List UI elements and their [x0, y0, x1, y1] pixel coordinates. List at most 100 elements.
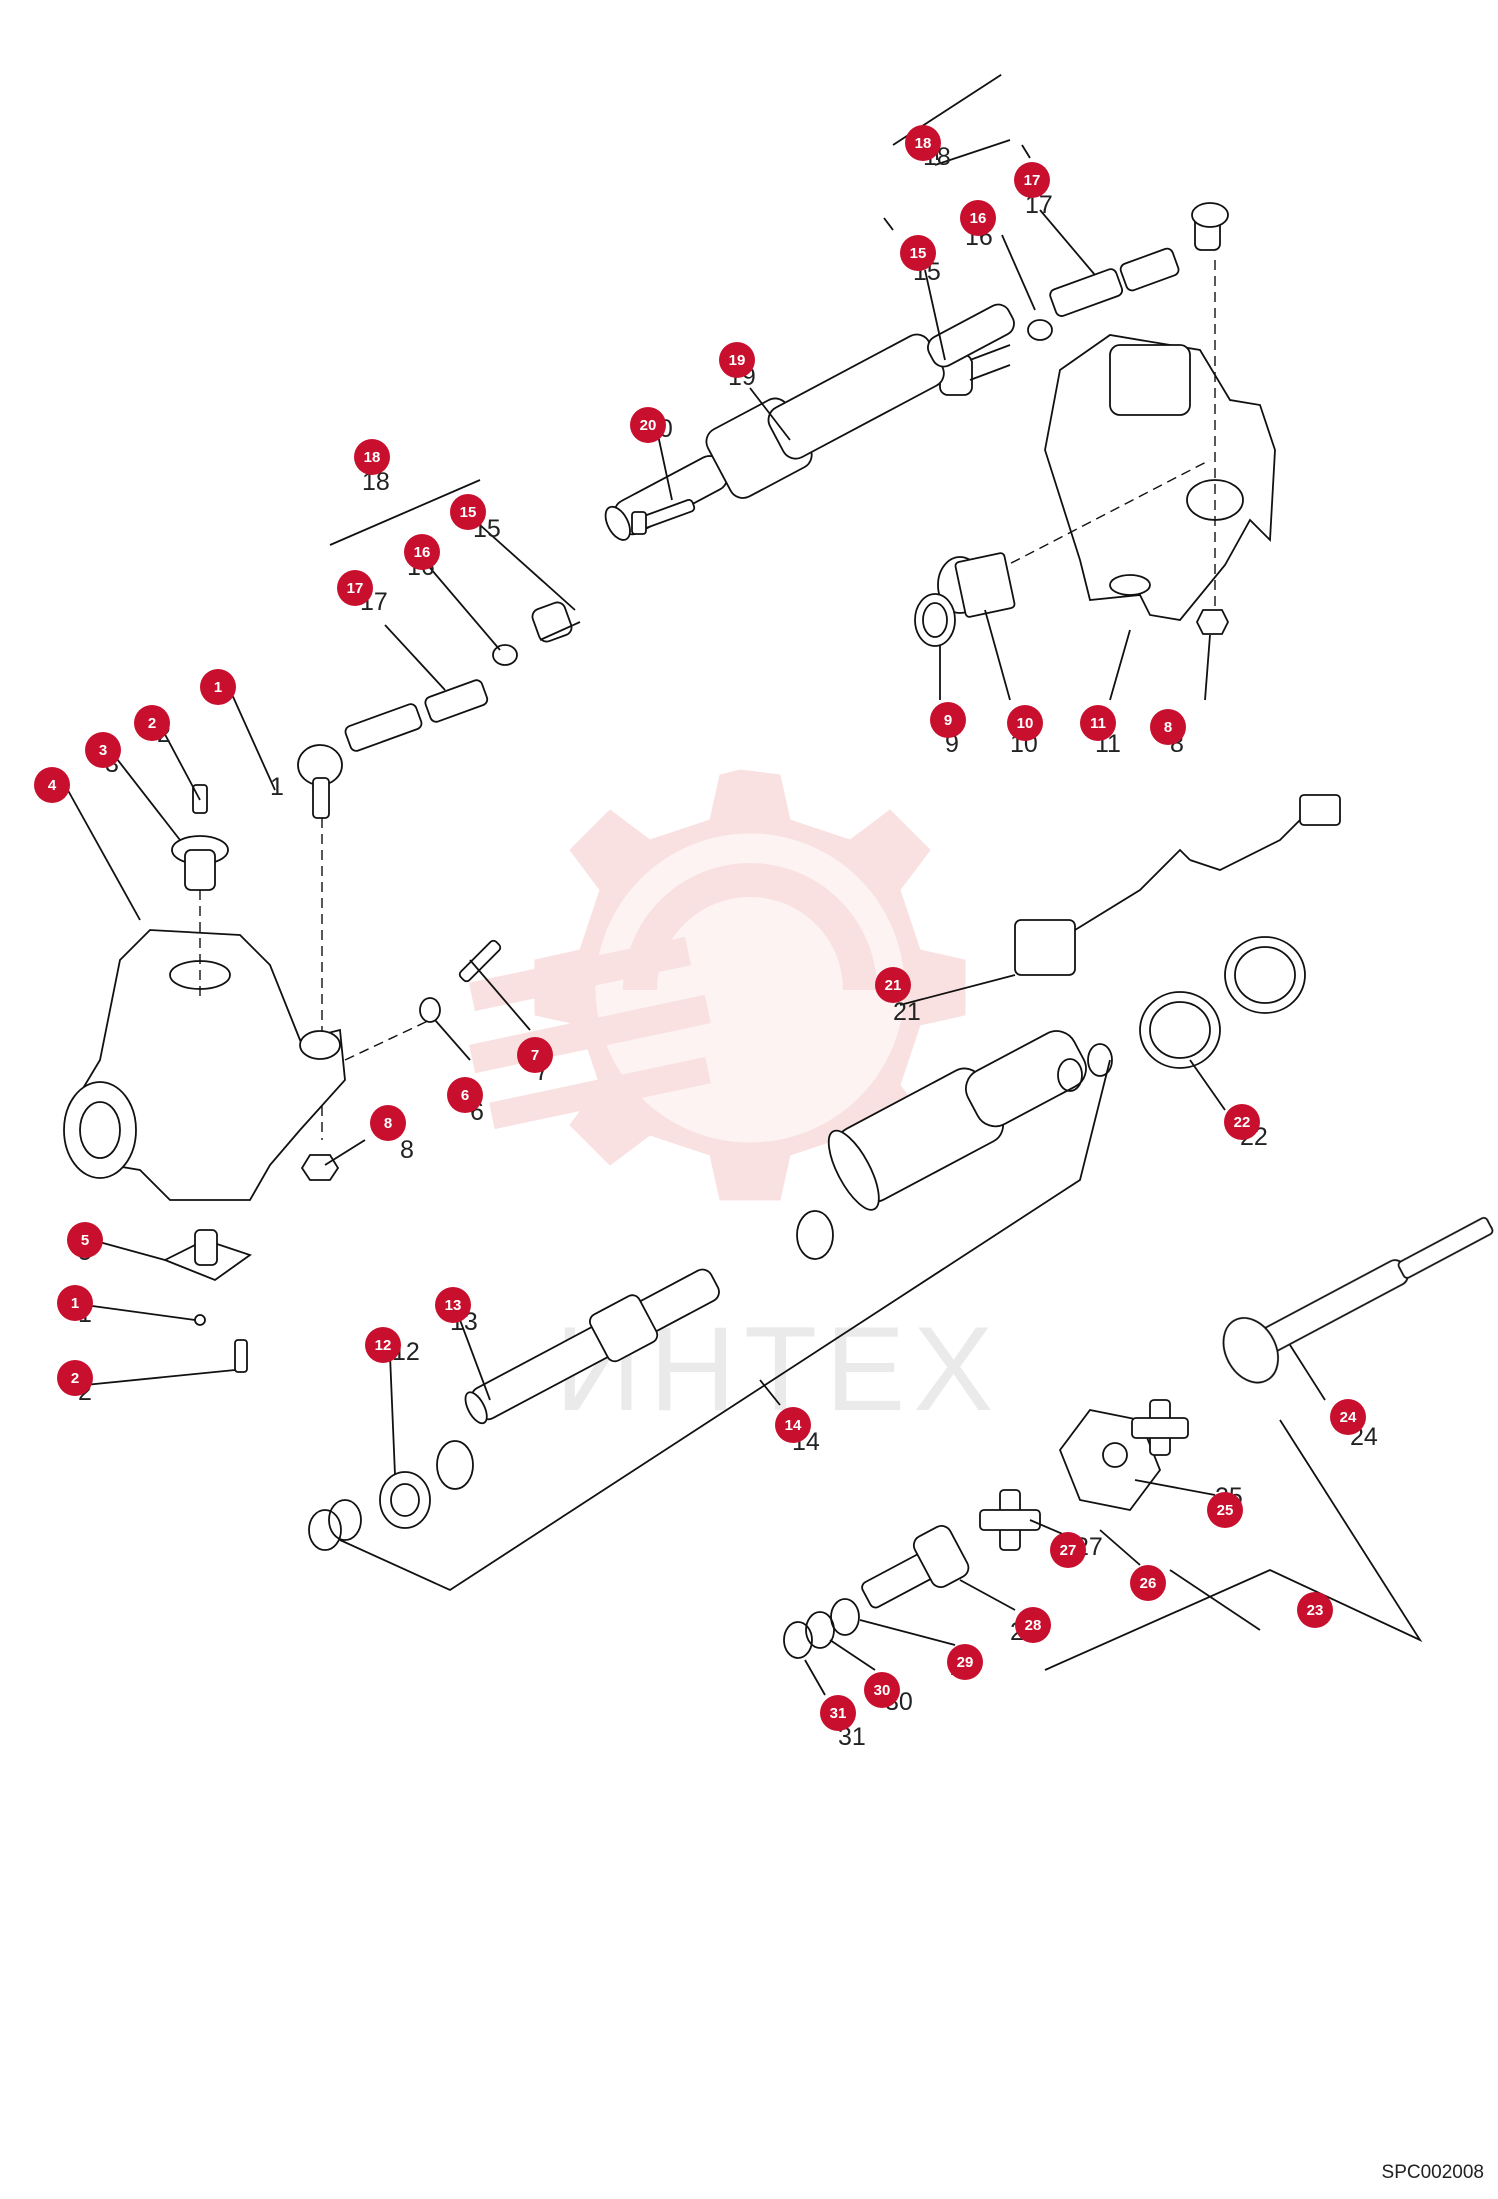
callout-bubble: 31: [820, 1695, 856, 1731]
svg-text:8: 8: [1164, 719, 1172, 736]
callout-bubble: 29: [947, 1644, 983, 1680]
svg-text:30: 30: [874, 1682, 891, 1699]
callout-bubble: 5: [67, 1222, 103, 1258]
callout-bubble: 26: [1130, 1565, 1166, 1601]
svg-text:31: 31: [830, 1705, 847, 1722]
axle-housing: [827, 1030, 1087, 1211]
seal-9: [914, 593, 956, 647]
callout-bubble: 1: [57, 1285, 93, 1321]
svg-text:29: 29: [957, 1654, 974, 1671]
svg-text:23: 23: [1307, 1602, 1324, 1619]
svg-text:24: 24: [1340, 1409, 1357, 1426]
svg-text:3: 3: [99, 742, 107, 759]
callout-bubble: 22: [1224, 1104, 1260, 1140]
callout-bubble: 28: [1015, 1607, 1051, 1643]
document-code: SPC002008: [1381, 2162, 1484, 2183]
svg-text:16: 16: [970, 210, 987, 227]
nut-8-left: [300, 1154, 340, 1181]
svg-text:1: 1: [214, 679, 222, 696]
svg-text:8: 8: [384, 1115, 392, 1132]
callout-bubble: 2: [57, 1360, 93, 1396]
nut-8-right: [1195, 609, 1230, 635]
knuckle-right: [939, 260, 1276, 621]
svg-text:15: 15: [910, 245, 927, 262]
svg-text:22: 22: [1234, 1114, 1251, 1131]
svg-text:27: 27: [1060, 1542, 1077, 1559]
callout-bubbles: 18 17 16 15 19 20 18 15 16 17 9 10 11 8 …: [34, 125, 1366, 1731]
knuckle-left: [63, 890, 431, 1201]
svg-text:28: 28: [1025, 1617, 1042, 1634]
callout-bubble: 24: [1330, 1399, 1366, 1435]
callout-bubble: 21: [875, 967, 911, 1003]
callout-bubble: 4: [34, 767, 70, 803]
seal-12: [379, 1440, 474, 1529]
tie-rod-upper: [883, 73, 1229, 396]
king-pin-cap-3: [171, 784, 229, 891]
callout-bubble: 18: [905, 125, 941, 161]
callout-bubble: 17: [1014, 162, 1050, 198]
callout-bubble: 27: [1050, 1532, 1086, 1568]
svg-text:14: 14: [785, 1417, 802, 1434]
svg-text:17: 17: [347, 580, 364, 597]
leader-lines: [64, 139, 1326, 1696]
tie-rod-lower: [297, 601, 581, 1140]
part-label: 1: [270, 773, 284, 801]
part-label: 8: [400, 1136, 414, 1164]
callout-bubble: 23: [1297, 1592, 1333, 1628]
svg-text:11: 11: [1090, 715, 1106, 732]
svg-text:19: 19: [729, 352, 746, 369]
clamp-22: [1139, 936, 1306, 1069]
callout-bubble: 12: [365, 1327, 401, 1363]
callout-bubble: 2: [134, 705, 170, 741]
callout-bubble: 11: [1080, 705, 1116, 741]
callout-bubble: 10: [1007, 705, 1043, 741]
svg-text:10: 10: [1017, 715, 1034, 732]
callout-bubble: 19: [719, 342, 755, 378]
bushing-10: [937, 552, 1016, 618]
svg-text:26: 26: [1140, 1575, 1157, 1592]
callout-bubble: 20: [630, 407, 666, 443]
snap-rings: [783, 1598, 860, 1659]
callout-bubble: 30: [864, 1672, 900, 1708]
svg-text:6: 6: [461, 1087, 469, 1104]
callout-bubble: 13: [435, 1287, 471, 1323]
callout-bubble: 3: [85, 732, 121, 768]
bolt-20: [631, 499, 696, 535]
svg-text:1: 1: [71, 1295, 79, 1312]
svg-text:9: 9: [944, 712, 952, 729]
callout-bubble: 7: [517, 1037, 553, 1073]
callout-bubble: 8: [370, 1105, 406, 1141]
svg-text:17: 17: [1024, 172, 1041, 189]
callout-bubble: 6: [447, 1077, 483, 1113]
svg-text:18: 18: [915, 135, 932, 152]
svg-text:20: 20: [640, 417, 657, 434]
callout-bubble: 9: [930, 702, 966, 738]
svg-text:5: 5: [81, 1232, 89, 1249]
svg-text:25: 25: [1217, 1502, 1234, 1519]
callout-bubble: 14: [775, 1407, 811, 1443]
cross-27: [979, 1399, 1189, 1551]
svg-text:2: 2: [148, 715, 156, 732]
drive-shaft-24: [1222, 1216, 1494, 1384]
king-pin-cap-5: [162, 1229, 252, 1373]
svg-text:16: 16: [414, 544, 431, 561]
pin-6-7: [419, 939, 502, 1023]
shaft-13: [464, 1268, 720, 1425]
callout-bubble: 17: [337, 570, 373, 606]
callout-bubble: 16: [404, 534, 440, 570]
svg-text:15: 15: [460, 504, 477, 521]
o-rings: [308, 1043, 1113, 1551]
svg-text:12: 12: [375, 1337, 392, 1354]
callout-bubble: 15: [900, 235, 936, 271]
callout-bubble: 1: [200, 669, 236, 705]
sensor-21: [1014, 794, 1341, 976]
callout-bubble: 16: [960, 200, 996, 236]
callout-bubble: 8: [1150, 709, 1186, 745]
part-label: 21: [893, 998, 921, 1026]
svg-text:13: 13: [445, 1297, 462, 1314]
svg-text:18: 18: [364, 449, 381, 466]
svg-text:4: 4: [48, 777, 57, 794]
callout-bubble: 18: [354, 439, 390, 475]
